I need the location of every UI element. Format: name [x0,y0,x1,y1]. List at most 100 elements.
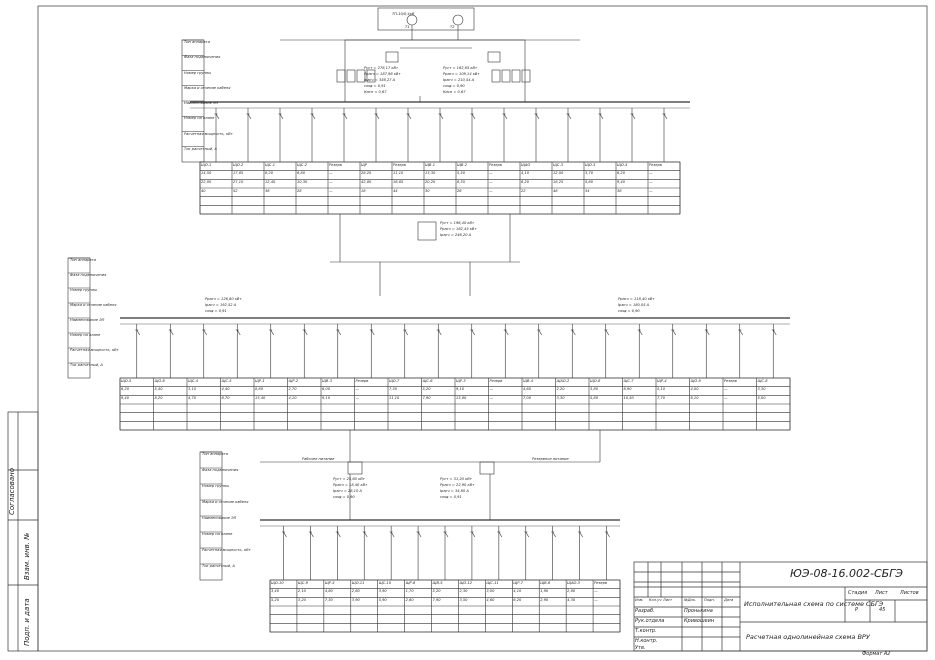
p1-breaker [631,113,636,120]
p3-breaker [579,531,583,538]
p2-breaker [772,329,777,336]
p1-row-label-7: Ток расчетный, А [184,146,217,151]
stamp-agreed: Согласовано [8,467,16,515]
p2-values_p-3: 4,40 [221,387,230,392]
p3-row-label-0: Тип аппарата [202,452,228,456]
p2-summary-right-2: cosφ = 0,90 [618,309,640,313]
p1-breaker [215,113,220,120]
p2-summary-right-0: Pрасч = 118,40 кВт [618,297,655,301]
p3-feeder_names-1: ЩС-9 [297,580,308,585]
p2-feeder_names-8: ЩО-7 [389,378,400,383]
p1-relay-block-7 [521,69,531,83]
p2-breaker [370,329,375,336]
p2-feeder_names-15: ЩС-7 [623,378,634,383]
p2-values_i-3: 6,70 [221,395,230,400]
p3-values_p-2: 4,80 [324,589,333,594]
p2-values_p-17: 4,00 [690,387,699,392]
p3-values_i-0: 5,20 [271,597,280,602]
p2-values_p-15: 6,90 [623,387,632,392]
p1-summary2-2: Iрасч = 210,54 А [443,78,475,82]
p1-row-label-4: Наименование ЭП [184,101,219,105]
p1-values_i-4: — [329,179,333,184]
p2-values_i-6: 9,10 [322,395,331,400]
p1-feeder_names-12: ЩО-3 [585,162,596,167]
p1-values_l-2: 36 [265,188,270,193]
p1-values_l-11: 48 [553,188,558,193]
p3-row-label-2: Номер группы [202,484,230,488]
p1-summary-3: cosφ = 0,91 [364,84,386,88]
p2-values_p-13: 2,20 [556,387,565,392]
p1-row-label-5: Номер на плане [184,116,215,121]
p2-values_i-9: 7,90 [422,395,431,400]
p1-values_l-8: 26 [457,188,462,193]
p3-feeder_names-8: ЩС-11 [486,580,499,585]
p2-row-label-6: Расчетная мощность, кВт [70,348,119,352]
p2-row-label-5: Номер на плане [70,333,101,337]
p3-left-header: Рабочее питание [302,457,335,461]
p1-values_l-0: 40 [201,188,206,193]
p3-values_p-4: 3,90 [378,589,387,594]
p3-row-label-7: Ток расчетный, А [202,564,235,568]
p1-values_p-11: 12,00 [553,171,564,176]
p2-values_i-1: 8,20 [154,395,163,400]
p3-feeder_names-4: ЩС-10 [378,580,391,585]
p3-values_i-1: 3,20 [297,597,306,602]
p1-values_p-5: 28,20 [361,171,372,176]
p1-values_i-7: 20,20 [425,179,436,184]
p1-breaker [343,113,348,120]
p2-breaker [571,329,576,336]
p1-values_l-1: 52 [233,188,238,193]
p2-feeder_names-5: ЩР-2 [288,378,299,383]
p1-values_p-1: 17,85 [233,171,244,176]
p1-transformer-frame [377,7,475,31]
p2-values_i-14: 5,80 [590,395,599,400]
tb-stadia: Р [855,607,859,613]
p1-feeder_names-7: ЩВ-1 [425,162,435,167]
p1-top-label-1: Т1 [405,25,410,29]
p1-summary-0: Pуст = 278,17 кВт [364,66,399,70]
p2-values_p-12: 4,60 [523,387,532,392]
p3-values_p-0: 3,40 [271,589,280,594]
p1-values_i-11: 18,25 [553,179,564,184]
tb-sheet-title: Расчетная однолинейная схема ВРУ [746,633,870,641]
p1-feeder_names-3: ЩС-2 [297,162,308,167]
p1-values_l-13: 38 [617,188,622,193]
p2-row-label-3: Марка и сечение кабеля [70,303,117,307]
p1-values_p-14: — [649,171,653,176]
drawing-frame [37,5,928,652]
p3-breaker [552,531,556,538]
p3-values_p-5: 1,70 [405,589,414,594]
p1-values_p-7: 13,30 [425,171,436,176]
tb-hdr-list: Лист [663,598,673,602]
p2-summary-left-1: Iрасч = 192,52 А [205,303,237,307]
tb-role-ruk: Рук.отдела [635,618,665,624]
p2-values_i-4: 13,40 [255,395,266,400]
p1-values_p-13: 6,20 [617,171,626,176]
p1-values_p-6: 11,10 [393,171,404,176]
p3-summary-left-2: Iрасч = 28,10 А [333,489,362,493]
p2-values_i-7: — [355,395,360,400]
p1-meter-1 [385,51,399,63]
p3-values_i-2: 7,30 [324,597,333,602]
tb-name-razrab: Пронькина [684,608,713,614]
p1-breaker [407,113,412,120]
p1-values_p-2: 8,20 [265,171,274,176]
p1-values_p-4: — [329,171,333,176]
p2-feeder_names-0: ЩО-5 [121,378,132,383]
p2-values_i-2: 4,70 [188,395,197,400]
tb-role-nkontr: Н.контр. [635,638,658,644]
p2-values_p-5: 2,70 [288,387,297,392]
p2-breaker [504,329,509,336]
p3-breaker [310,531,314,538]
tb-hdr-ndok: №Док. [684,598,697,602]
p2-feeder_names-7: Резерв [355,378,369,383]
p3-feeder_names-6: ЩВ-5 [432,580,443,585]
p3-summary-left-0: Pуст = 25,60 кВт [333,477,365,481]
p1-relay-block-6 [511,69,521,83]
p3-summary-right-2: Iрасч = 34,80 А [440,489,469,493]
p1-values_i-3: 10,30 [297,179,308,184]
p3-feeder_names-12: Резерв [594,580,607,585]
p1-relay-block-2 [356,69,366,83]
p1-row-label-3: Марка и сечение кабеля [184,85,231,90]
